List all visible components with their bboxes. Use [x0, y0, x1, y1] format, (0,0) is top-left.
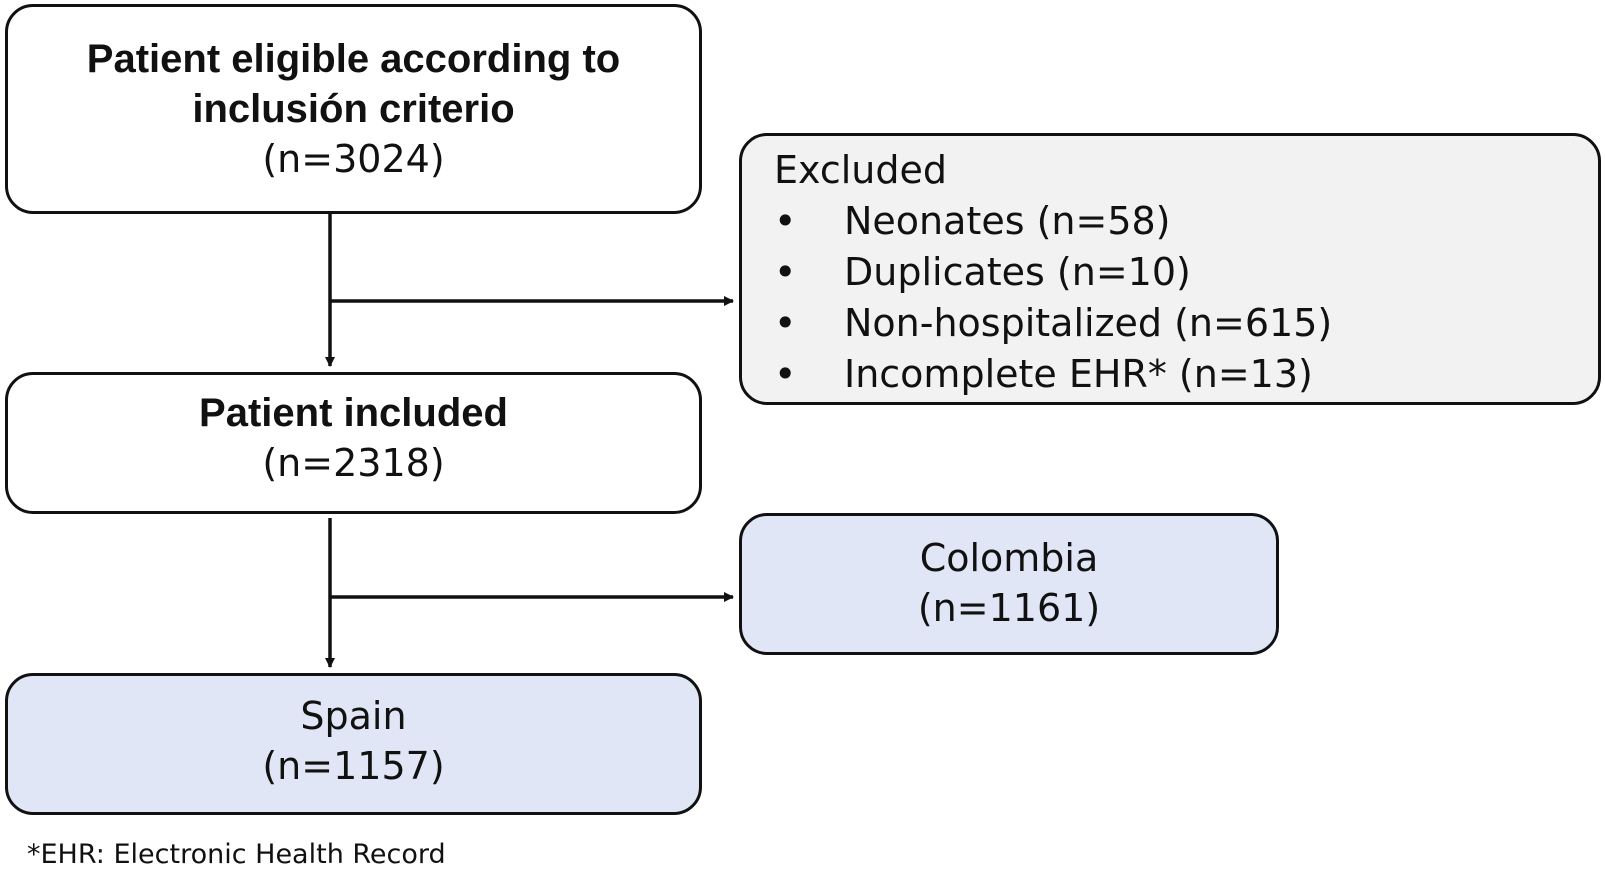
spain-box: Spain (n=1157)	[5, 673, 702, 815]
colombia-count: (n=1161)	[917, 586, 1101, 630]
colombia-box: Colombia (n=1161)	[739, 513, 1279, 655]
excluded-item: • Neonates (n=58)	[774, 196, 1598, 247]
excluded-item: • Incomplete EHR* (n=13)	[774, 349, 1598, 400]
eligible-title-line2: inclusión criterio	[192, 87, 515, 131]
eligible-title-line1: Patient eligible according to	[86, 37, 621, 81]
excluded-item-label: Non-hospitalized (n=615)	[844, 301, 1333, 345]
excluded-item-label: Incomplete EHR* (n=13)	[844, 352, 1313, 396]
footnote: *EHR: Electronic Health Record	[27, 839, 446, 870]
excluded-item: • Non-hospitalized (n=615)	[774, 298, 1598, 349]
excluded-item-label: Neonates (n=58)	[844, 199, 1171, 243]
included-count: (n=2318)	[262, 441, 445, 485]
excluded-title: Excluded	[774, 148, 947, 192]
included-title: Patient included	[199, 391, 508, 435]
bullet-icon: •	[774, 250, 797, 294]
colombia-label: Colombia	[919, 536, 1099, 580]
bullet-icon: •	[774, 301, 797, 345]
excluded-item-label: Duplicates (n=10)	[844, 250, 1191, 294]
excluded-patients-box: Excluded • Neonates (n=58) • Duplicates (n…	[739, 133, 1601, 405]
bullet-icon: •	[774, 199, 797, 243]
eligible-patients-box: Patient eligible according to inclusión …	[5, 4, 702, 214]
spain-count: (n=1157)	[262, 744, 445, 788]
excluded-list: • Neonates (n=58) • Duplicates (n=10) • Non…	[774, 196, 1598, 400]
eligible-count: (n=3024)	[262, 137, 445, 181]
excluded-item: • Duplicates (n=10)	[774, 247, 1598, 298]
bullet-icon: •	[774, 352, 797, 396]
spain-label: Spain	[300, 694, 407, 738]
included-patients-box: Patient included (n=2318)	[5, 372, 702, 514]
